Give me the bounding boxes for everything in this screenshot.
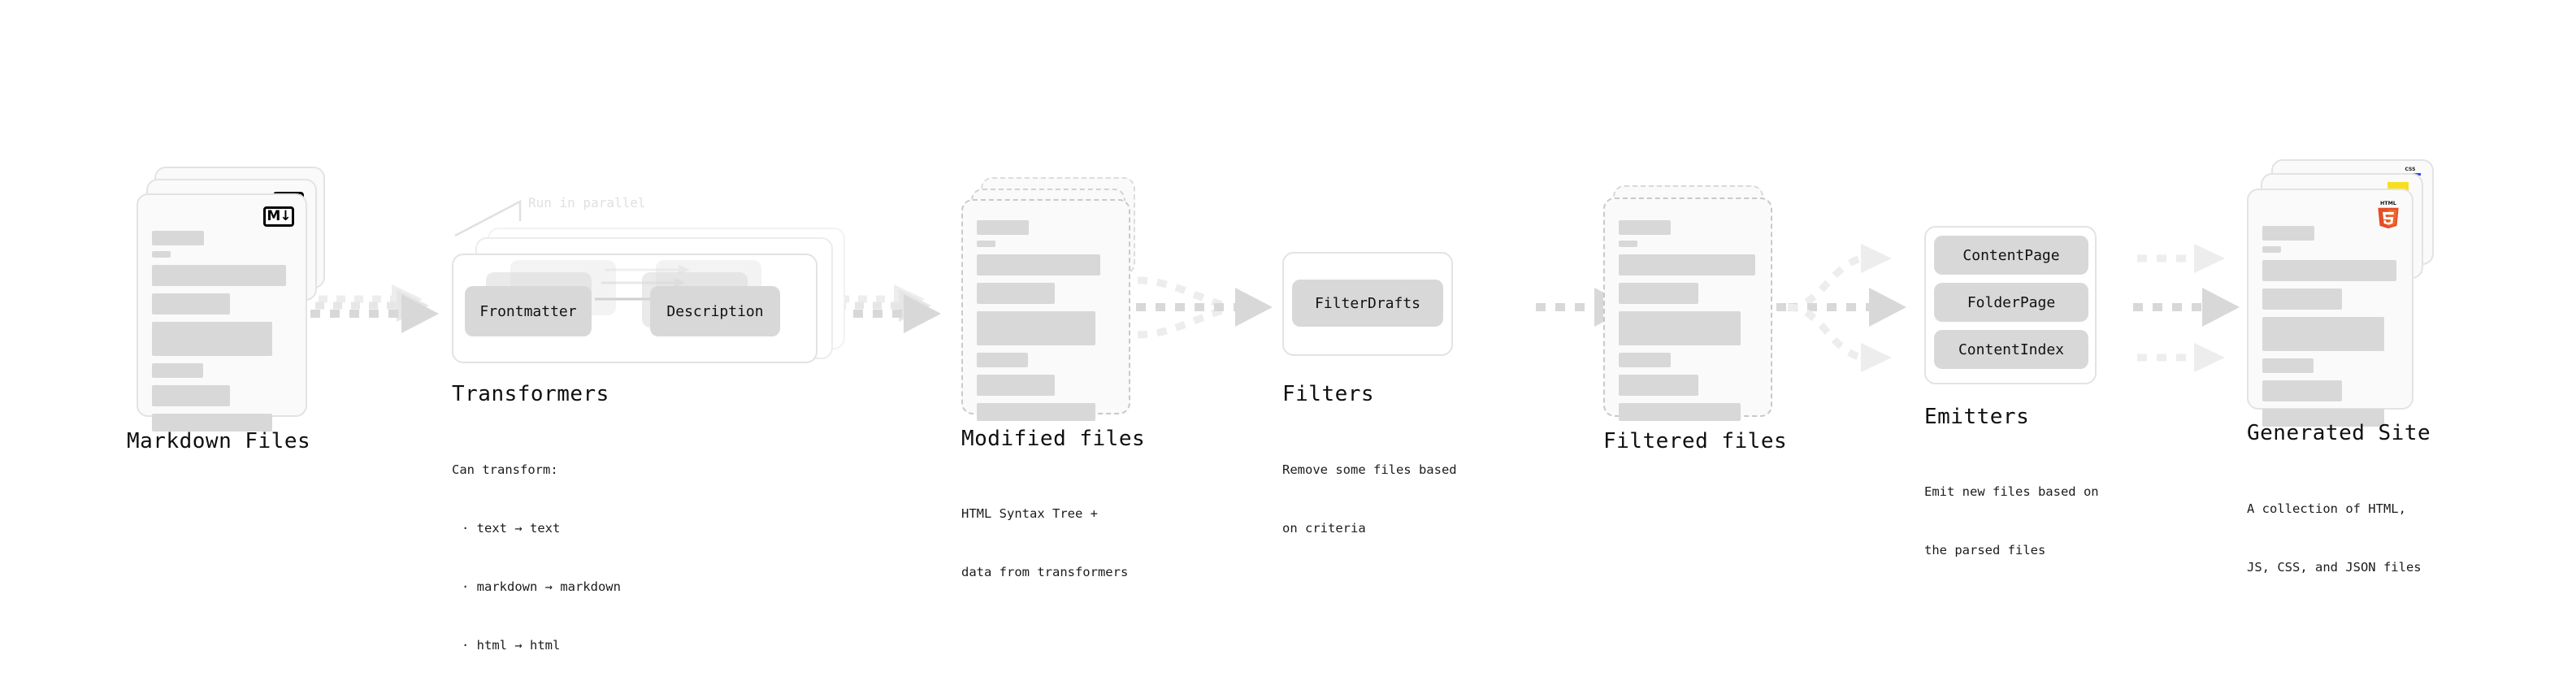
doc-line [977, 353, 1028, 367]
doc-line [1619, 254, 1755, 275]
stage-subtitle-filters: Remove some files based on criteria [1282, 421, 1457, 577]
doc-line [977, 220, 1029, 235]
arrow-modified-to-filters [1136, 276, 1273, 339]
run-in-parallel-label: Run in parallel [528, 195, 646, 210]
markdown-badge-glyph: M↓ [263, 206, 294, 227]
doc-line [1619, 375, 1698, 396]
doc-line [2262, 380, 2342, 401]
doc-line [2262, 246, 2281, 253]
doc-line [1619, 283, 1698, 304]
emitter-chip-folderpage[interactable]: FolderPage [1934, 283, 2088, 322]
doc-line [152, 265, 286, 286]
doc-line [2262, 358, 2314, 373]
emitters-note-line2: the parsed files [1924, 543, 2046, 558]
transform-note: Can transform: [452, 462, 558, 478]
filtered-file-card-front [1603, 197, 1772, 421]
doc-line [1619, 241, 1637, 247]
doc-line [1619, 220, 1671, 235]
stage-title-generated-site: Generated Site [2247, 421, 2431, 445]
emitter-chip-contentindex[interactable]: ContentIndex [1934, 330, 2088, 369]
html5-icon: HTML [2374, 198, 2402, 232]
emitter-chip-contentindex-label: ContentIndex [1958, 340, 2065, 358]
transformer-chip-description-label: Description [666, 302, 764, 320]
doc-line [977, 283, 1055, 304]
stage-subtitle-transformers: Can transform: · text → text · markdown … [452, 421, 621, 681]
doc-line [152, 385, 230, 406]
emitters-note-line1: Emit new files based on [1924, 484, 2099, 500]
doc-line [1619, 311, 1741, 345]
svg-text:HTML: HTML [2380, 201, 2396, 206]
transform-option-markdown: · markdown → markdown [462, 579, 621, 595]
doc-line [2262, 260, 2396, 281]
stage-title-markdown-files: Markdown Files [127, 429, 311, 453]
stage-title-transformers: Transformers [452, 382, 609, 406]
transform-option-html: · html → html [462, 638, 561, 653]
doc-line [152, 414, 272, 432]
generated-site-note-line1: A collection of HTML, [2247, 501, 2406, 517]
emitter-chip-folderpage-label: FolderPage [1967, 293, 2056, 311]
filter-chip-filterdrafts[interactable]: FilterDrafts [1292, 280, 1443, 327]
stage-subtitle-generated-site: A collection of HTML, JS, CSS, and JSON … [2247, 460, 2422, 616]
doc-line [152, 322, 272, 356]
html5-badge-glyph: HTML [2378, 201, 2399, 229]
emitter-chip-contentpage[interactable]: ContentPage [1934, 236, 2088, 275]
doc-line [977, 403, 1095, 421]
transformer-chip-frontmatter-label: Frontmatter [479, 302, 577, 320]
doc-line [152, 251, 171, 258]
transformer-chip-frontmatter[interactable]: Frontmatter [465, 286, 592, 336]
site-file-card-html: HTML [2247, 189, 2413, 427]
doc-placeholder-lines [977, 220, 1115, 421]
arrow-emitters-to-site [2133, 244, 2240, 372]
transform-option-text: · text → text [462, 521, 561, 536]
doc-placeholder-lines [2262, 226, 2398, 427]
markdown-file-card-front: M↓ [137, 193, 307, 432]
modified-file-card-front [961, 199, 1130, 421]
generated-site-note-line2: JS, CSS, and JSON files [2247, 560, 2422, 575]
doc-line [2262, 317, 2384, 351]
doc-placeholder-lines [1619, 220, 1757, 421]
stage-title-emitters: Emitters [1924, 405, 2030, 429]
doc-line [2262, 288, 2342, 310]
doc-placeholder-lines [152, 231, 292, 432]
doc-line [1619, 403, 1741, 421]
filters-note-line2: on criteria [1282, 521, 1366, 536]
doc-line [152, 293, 230, 314]
doc-line [977, 254, 1100, 275]
stage-title-modified-files: Modified files [961, 427, 1146, 451]
filter-chip-filterdrafts-label: FilterDrafts [1314, 294, 1421, 312]
stage-subtitle-emitters: Emit new files based on the parsed files [1924, 443, 2099, 599]
doc-line [152, 231, 204, 245]
doc-line [2262, 226, 2314, 241]
doc-line [977, 241, 995, 247]
transformer-chip-description[interactable]: Description [650, 286, 780, 336]
doc-line [977, 311, 1095, 345]
modified-files-note-line1: HTML Syntax Tree + [961, 506, 1098, 522]
stage-title-filters: Filters [1282, 382, 1375, 406]
emitter-chip-contentpage-label: ContentPage [1962, 246, 2060, 264]
stage-title-filtered-files: Filtered files [1603, 429, 1788, 453]
stage-subtitle-modified-files: HTML Syntax Tree + data from transformer… [961, 465, 1128, 621]
doc-line [152, 363, 203, 378]
doc-line [1619, 353, 1671, 367]
modified-files-note-line2: data from transformers [961, 565, 1129, 580]
arrow-markdown-to-transformers [310, 284, 439, 333]
doc-line [2262, 409, 2384, 427]
filters-note-line1: Remove some files based [1282, 462, 1457, 478]
css-badge-text: CSS [2405, 167, 2416, 172]
doc-line [977, 375, 1055, 396]
markdown-icon: M↓ [263, 206, 294, 227]
